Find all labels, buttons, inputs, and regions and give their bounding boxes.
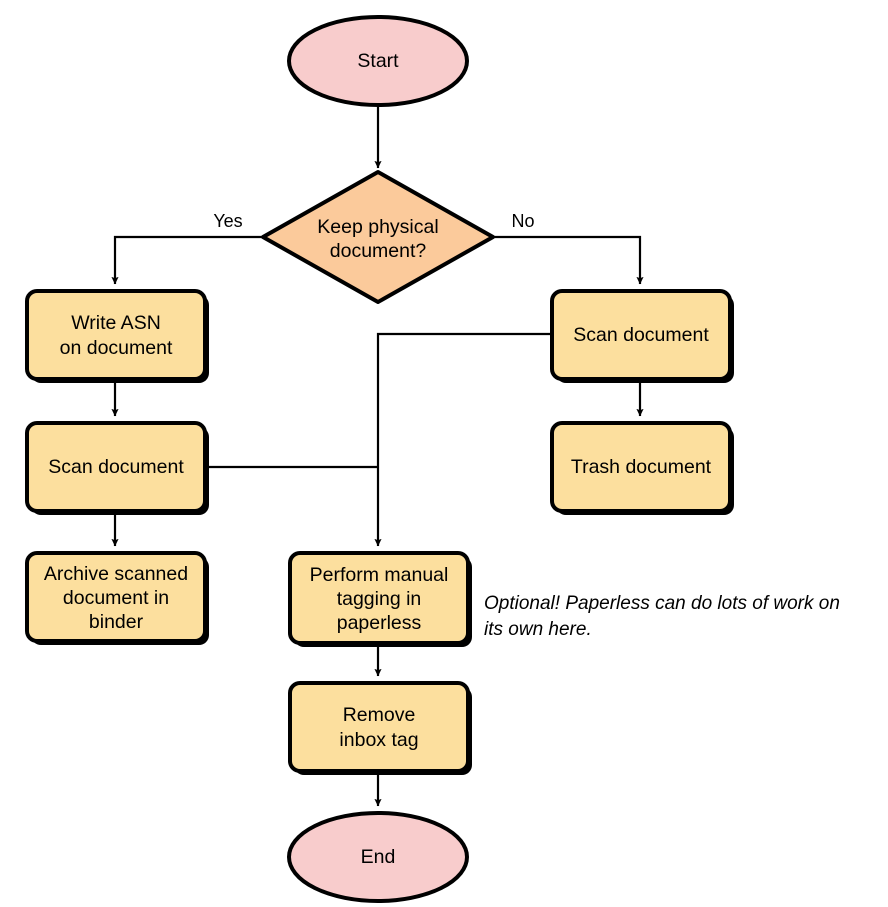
node-perform-manual-tagging[interactable]: Perform manual tagging in paperless (288, 551, 472, 647)
edge-decision-no-to-scan-right (493, 235, 644, 285)
decision-label-line1: Keep physical (317, 216, 438, 238)
archive-label-line2: document in (63, 587, 169, 609)
node-start[interactable]: Start (287, 15, 469, 107)
trash-box-shape (550, 421, 732, 513)
scan-right-box-shape (550, 289, 732, 381)
write-asn-label-line2: on document (60, 337, 173, 359)
edge-decision-yes-to-write-asn (111, 235, 263, 285)
annotation-line1: Optional! Paperless can do lots of work … (484, 593, 840, 614)
tagging-box-shape (288, 551, 470, 645)
scan-right-label: Scan document (573, 324, 709, 346)
decision-diamond-shape (261, 170, 495, 304)
trash-label: Trash document (571, 456, 712, 478)
remove-inbox-label-line2: inbox tag (339, 729, 418, 751)
annotation-line2: its own here. (484, 619, 592, 640)
node-scan-document-left[interactable]: Scan document (25, 421, 209, 515)
edge-label-no: No (511, 211, 534, 231)
start-label: Start (357, 50, 399, 72)
node-trash-document[interactable]: Trash document (550, 421, 734, 515)
node-remove-inbox-tag[interactable]: Remove inbox tag (288, 681, 472, 775)
end-label: End (361, 846, 396, 868)
tagging-label-line1: Perform manual (310, 564, 449, 586)
node-archive-scanned-document[interactable]: Archive scanned document in binder (25, 551, 209, 645)
write-asn-label-line1: Write ASN (71, 312, 161, 334)
scan-left-label: Scan document (48, 456, 184, 478)
archive-label-line1: Archive scanned (44, 563, 188, 585)
edge-scan-right-to-tagging (374, 332, 552, 547)
remove-inbox-box-shape (288, 681, 470, 773)
tagging-label-line3: paperless (337, 612, 422, 634)
node-scan-document-right[interactable]: Scan document (550, 289, 734, 383)
scan-left-box-shape (25, 421, 207, 513)
archive-box-shape (25, 551, 207, 643)
annotation-note: Optional! Paperless can do lots of work … (484, 593, 840, 640)
connector-layer (111, 105, 644, 807)
node-decision-keep-physical-document[interactable]: Keep physical document? (261, 170, 495, 304)
write-asn-box-shape (25, 289, 207, 381)
remove-inbox-label-line1: Remove (343, 704, 416, 726)
tagging-label-line2: tagging in (337, 588, 422, 610)
decision-label-line2: document? (330, 240, 427, 262)
end-ellipse-shape (287, 811, 469, 903)
node-end[interactable]: End (287, 811, 469, 903)
archive-label-line3: binder (89, 611, 144, 633)
edge-label-yes: Yes (213, 211, 242, 231)
node-write-asn-on-document[interactable]: Write ASN on document (25, 289, 209, 383)
start-ellipse-shape (287, 15, 469, 107)
